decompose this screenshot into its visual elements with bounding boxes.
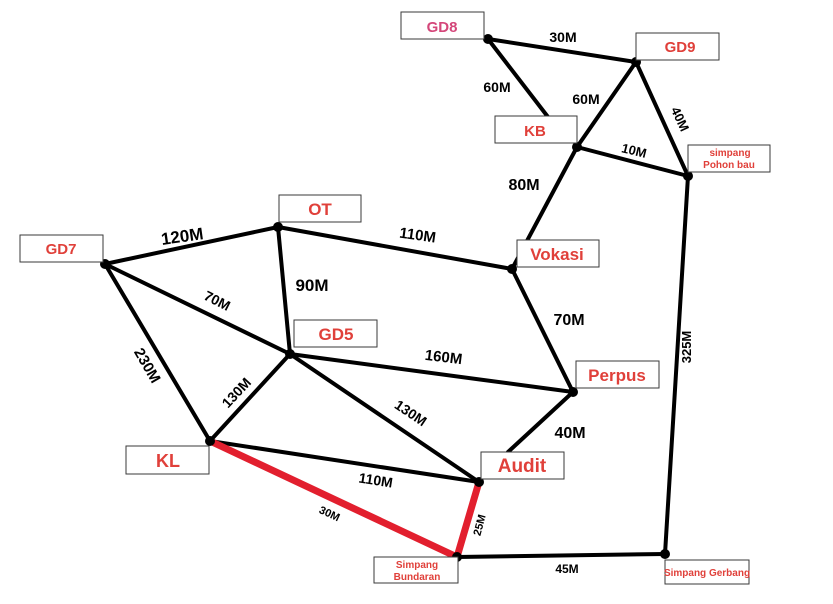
vertices xyxy=(100,34,693,562)
node-gd5: GD5 xyxy=(293,319,378,348)
node-audit: Audit xyxy=(480,451,565,480)
edge-kb-simpang-pohon-bau xyxy=(575,145,690,178)
edge-label-gd8-kb: 60M xyxy=(483,79,510,95)
vertex-ot xyxy=(273,222,283,232)
edge-label-kb-simpang-pohon-bau: 10M xyxy=(620,140,648,161)
edge-label-kb-vokasi: 80M xyxy=(508,177,539,194)
node-label-vokasi: Vokasi xyxy=(530,245,584,264)
edge-gd5-kl xyxy=(208,352,292,443)
vertex-gd5 xyxy=(285,349,295,359)
edge-audit-simpang-bundaran xyxy=(453,478,483,561)
node-label-gd7: GD7 xyxy=(46,241,77,258)
node-label-simpang-pohon-bau-1: simpang xyxy=(709,148,750,159)
edge-gd8-kb xyxy=(486,37,550,119)
node-label-simpang-pohon-bau-2: Pohon bau xyxy=(703,160,755,171)
node-gd8: GD8 xyxy=(400,11,485,40)
edge-perpus-audit xyxy=(506,390,575,454)
node-labels: GD8 GD9 KB simpang Pohon bau OT GD7 Voka… xyxy=(19,11,771,585)
node-gd7: GD7 xyxy=(19,234,104,263)
edge-label-ot-gd5: 90M xyxy=(295,276,328,295)
vertex-perpus xyxy=(568,387,578,397)
edge-vokasi-perpus xyxy=(510,267,575,394)
edge-ot-gd5 xyxy=(276,225,292,356)
edge-label-gd5-perpus: 160M xyxy=(424,347,463,368)
node-label-gd5: GD5 xyxy=(319,325,354,344)
node-simpang-gerbang: Simpang Gerbang xyxy=(664,559,750,585)
edge-label-gd9-kb: 60M xyxy=(572,91,599,107)
node-label-simpang-bundaran-1: Simpang xyxy=(396,560,438,571)
edge-label-simpang-pohon-bau-simpang-gerbang: 325M xyxy=(679,331,694,364)
vertex-gd8 xyxy=(483,34,493,44)
edge-ot-vokasi xyxy=(276,225,514,271)
edge-label-audit-simpang-bundaran: 25M xyxy=(472,513,489,537)
edge-kl-simpang-bundaran xyxy=(206,437,461,561)
node-vokasi: Vokasi xyxy=(516,239,600,268)
edge-label-gd5-audit: 130M xyxy=(392,396,430,429)
edge-gd5-audit xyxy=(288,352,481,484)
node-label-gd9: GD9 xyxy=(665,39,696,56)
edge-gd8-gd9 xyxy=(486,37,638,64)
node-perpus: Perpus xyxy=(575,360,660,389)
node-kl: KL xyxy=(125,445,210,475)
edge-label-ot-vokasi: 110M xyxy=(398,225,437,247)
edges xyxy=(103,37,690,561)
node-label-perpus: Perpus xyxy=(588,366,646,385)
edge-gd7-gd5 xyxy=(103,262,292,356)
edge-label-gd5-kl: 130M xyxy=(219,374,255,411)
node-gd9: GD9 xyxy=(635,32,720,61)
edge-gd7-ot xyxy=(103,225,280,266)
vertex-vokasi xyxy=(507,264,517,274)
node-simpang-pohon-bau: simpang Pohon bau xyxy=(687,144,771,173)
edge-label-simpang-bundaran-simpang-gerbang: 45M xyxy=(555,562,578,576)
node-label-simpang-gerbang: Simpang Gerbang xyxy=(664,568,750,579)
node-label-audit: Audit xyxy=(498,456,547,477)
edge-kl-audit xyxy=(208,439,481,484)
edge-label-gd8-gd9: 30M xyxy=(549,29,576,45)
edge-simpang-bundaran-simpang-gerbang xyxy=(455,552,667,559)
edge-simpang-pohon-bau-simpang-gerbang xyxy=(663,174,690,556)
edge-label-gd7-gd5: 70M xyxy=(202,287,234,314)
node-label-simpang-bundaran-2: Bundaran xyxy=(394,572,441,583)
vertex-simpang-gerbang xyxy=(660,549,670,559)
node-label-kl: KL xyxy=(156,451,180,471)
edge-label-vokasi-perpus: 70M xyxy=(553,312,584,329)
edge-gd9-kb xyxy=(575,60,638,149)
node-ot: OT xyxy=(278,194,362,223)
edge-label-gd9-simpang-pohon-bau: 40M xyxy=(668,104,692,133)
edge-gd5-perpus xyxy=(288,352,575,394)
vertex-kl xyxy=(205,436,215,446)
edge-label-kl-audit: 110M xyxy=(358,469,394,490)
edge-gd7-kl xyxy=(103,262,212,443)
edge-labels: 30M 60M 60M 40M 10M 80M 120M 110M 90M 70… xyxy=(130,29,694,576)
vertex-simpang-pohon-bau xyxy=(683,171,693,181)
edge-label-perpus-audit: 40M xyxy=(554,425,585,442)
node-label-kb: KB xyxy=(524,123,546,140)
vertex-kb xyxy=(572,142,582,152)
node-label-ot: OT xyxy=(308,200,332,219)
node-simpang-bundaran: Simpang Bundaran xyxy=(373,556,459,584)
node-kb: KB xyxy=(494,115,578,144)
edge-label-kl-simpang-bundaran: 30M xyxy=(317,504,341,524)
edge-gd9-simpang-pohon-bau xyxy=(634,60,690,178)
node-label-gd8: GD8 xyxy=(427,19,458,36)
